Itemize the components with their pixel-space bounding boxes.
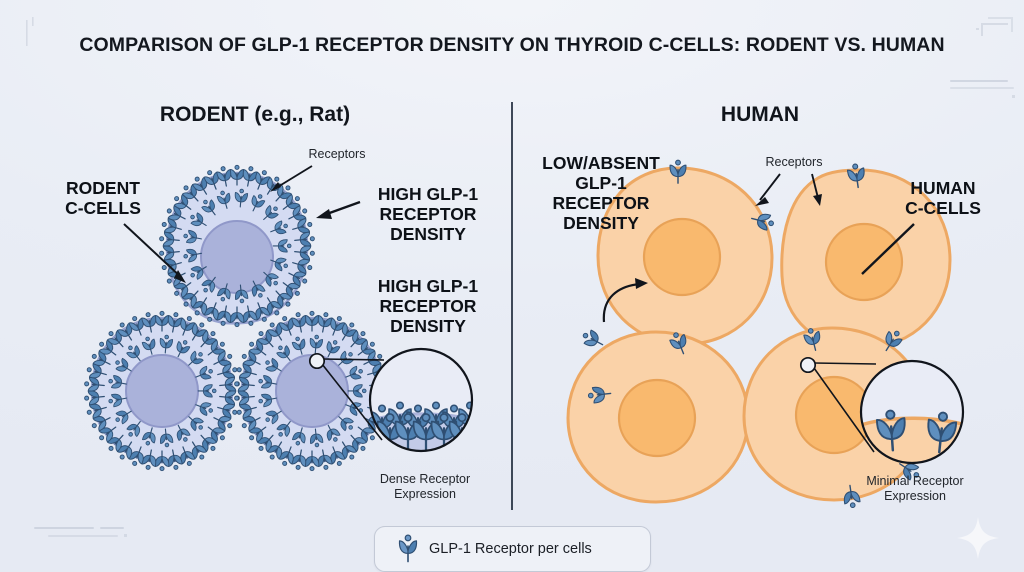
decor-right-lines (950, 80, 1015, 98)
rodent-cell-cluster (84, 164, 390, 472)
right-receptors-label: Receptors (765, 155, 823, 169)
receptor-binding-arrow (602, 278, 648, 323)
rodent-magnifier-caption: Dense Receptor Expression (379, 472, 471, 501)
decor-sparkle (955, 515, 1001, 561)
decor-top-right (968, 10, 1020, 44)
legend-label: GLP-1 Receptor per cells (429, 541, 592, 557)
glp1-receptor-icon (398, 534, 418, 563)
page-title: COMPARISON OF GLP-1 RECEPTOR DENSITY ON … (79, 34, 945, 56)
low-density-label: LOW/ABSENT GLP-1 RECEPTOR DENSITY (542, 153, 660, 233)
legend-box[interactable]: GLP-1 Receptor per cells (374, 526, 651, 572)
right-panel-heading: HUMAN (720, 103, 800, 126)
human-magnifier (799, 356, 965, 465)
right-receptors-arrows (755, 173, 822, 206)
decor-bottom-left-lines (34, 527, 127, 537)
rodent-c-cells-leader (123, 223, 186, 283)
high-density-label-top: HIGH GLP-1 RECEPTOR DENSITY (377, 184, 479, 244)
human-cell-cluster (566, 159, 952, 509)
human-magnifier-caption: Minimal Receptor Expression (866, 474, 964, 503)
rodent-magnifier (308, 347, 474, 453)
left-panel-heading: RODENT (e.g., Rat) (159, 103, 351, 126)
left-receptors-arrow (270, 165, 313, 192)
decor-top-left (22, 16, 44, 50)
human-c-cells-leader (861, 223, 915, 275)
human-c-cells-label: HUMAN C-CELLS (905, 178, 981, 218)
left-receptors-label: Receptors (308, 147, 366, 161)
high-density-label-bottom: HIGH GLP-1 RECEPTOR DENSITY (377, 276, 479, 336)
panel-divider (511, 102, 513, 510)
rodent-c-cells-label: RODENT C-CELLS (65, 178, 141, 218)
high-density-arrow-top (316, 200, 361, 219)
